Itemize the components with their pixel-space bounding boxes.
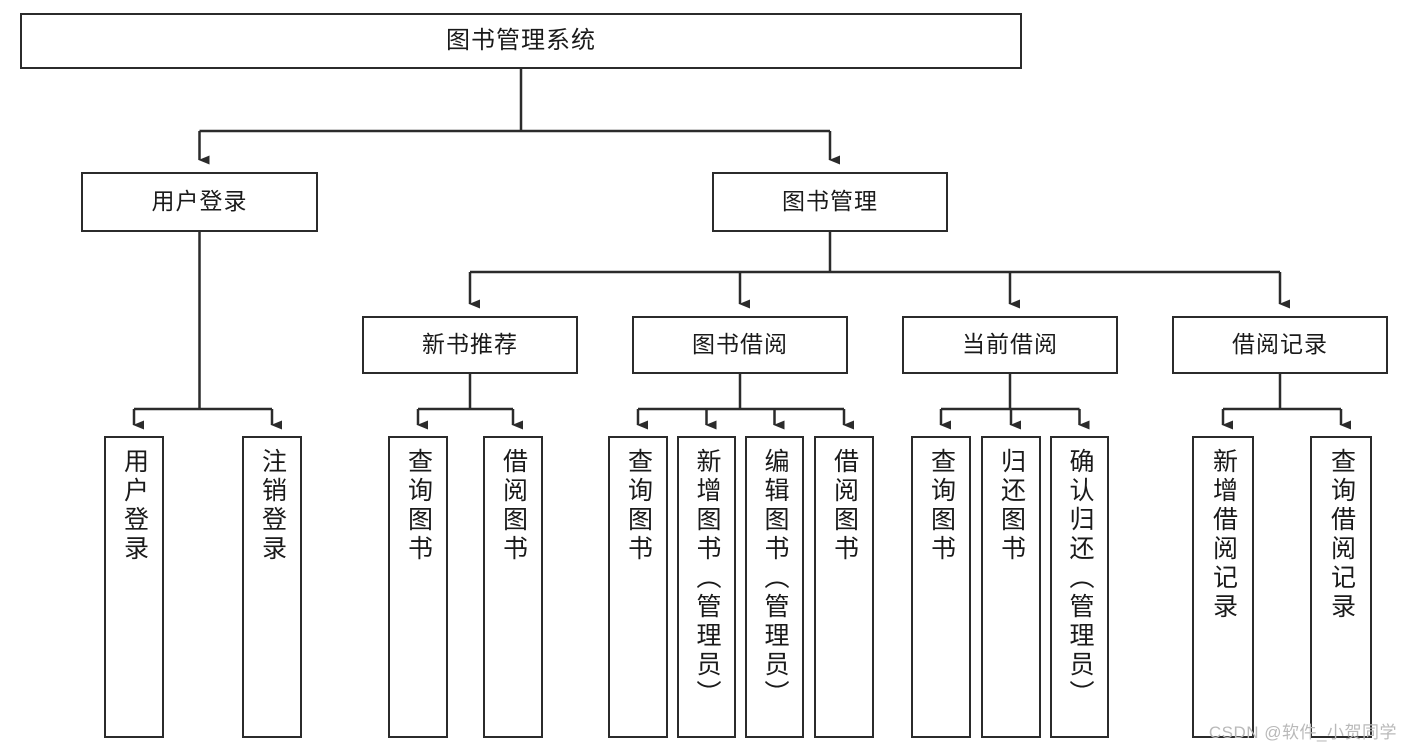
node-leaf-add-borrow-record[interactable]: 新增借阅记录 — [1192, 436, 1254, 738]
node-leaf-add-book-admin[interactable]: 新增图书（管理员） — [677, 436, 736, 738]
node-label: 用户登录 — [151, 188, 248, 215]
node-label: 借阅记录 — [1232, 331, 1328, 358]
node-leaf-query-borrow-record[interactable]: 查询借阅记录 — [1310, 436, 1372, 738]
node-label: 当前借阅 — [962, 331, 1058, 358]
node-label: 图书管理系统 — [446, 26, 596, 54]
node-label: 用户登录 — [120, 448, 149, 564]
node-label: 图书管理 — [782, 188, 878, 215]
node-leaf-query-book-current[interactable]: 查询图书 — [911, 436, 971, 738]
node-label: 查询图书 — [404, 448, 433, 564]
node-label: 查询借阅记录 — [1327, 448, 1356, 622]
node-leaf-borrow-book-new[interactable]: 借阅图书 — [483, 436, 543, 738]
connector-borrowrecord-to-leaves — [1221, 374, 1351, 430]
node-label: 确认归还（管理员） — [1066, 448, 1094, 709]
node-label: 新增图书（管理员） — [693, 448, 721, 709]
node-label: 新书推荐 — [422, 331, 518, 358]
node-label: 归还图书 — [997, 448, 1026, 564]
node-book-borrow[interactable]: 图书借阅 — [632, 316, 848, 374]
node-new-book-recommend[interactable]: 新书推荐 — [362, 316, 578, 374]
node-label: 借阅图书 — [499, 448, 528, 564]
node-label: 图书借阅 — [692, 331, 788, 358]
node-label: 查询图书 — [624, 448, 653, 564]
node-label: 注销登录 — [258, 448, 287, 564]
node-leaf-return-book[interactable]: 归还图书 — [981, 436, 1041, 738]
node-root-system[interactable]: 图书管理系统 — [20, 13, 1022, 69]
connector-bookborrow-to-leaves — [636, 374, 854, 430]
node-book-manage[interactable]: 图书管理 — [712, 172, 948, 232]
connector-currentborrow-to-leaves — [939, 374, 1090, 430]
connector-bookmanage-to-level3 — [468, 232, 1290, 309]
node-label: 新增借阅记录 — [1209, 448, 1238, 622]
node-leaf-query-book-new[interactable]: 查询图书 — [388, 436, 448, 738]
node-label: 查询图书 — [927, 448, 956, 564]
node-leaf-user-login[interactable]: 用户登录 — [104, 436, 164, 738]
node-user-login[interactable]: 用户登录 — [81, 172, 318, 232]
node-leaf-query-book-borrow[interactable]: 查询图书 — [608, 436, 668, 738]
node-current-borrow[interactable]: 当前借阅 — [902, 316, 1118, 374]
connector-newbook-to-leaves — [416, 374, 523, 430]
node-leaf-edit-book-admin[interactable]: 编辑图书（管理员） — [745, 436, 804, 738]
node-label: 编辑图书（管理员） — [761, 448, 789, 709]
connector-root-to-level2 — [198, 69, 840, 165]
node-borrow-record[interactable]: 借阅记录 — [1172, 316, 1388, 374]
connector-userlogin-to-leaves — [132, 232, 282, 430]
node-leaf-borrow-book[interactable]: 借阅图书 — [814, 436, 874, 738]
node-leaf-logout-login[interactable]: 注销登录 — [242, 436, 302, 738]
node-leaf-confirm-return-admin[interactable]: 确认归还（管理员） — [1050, 436, 1109, 738]
node-label: 借阅图书 — [830, 448, 859, 564]
